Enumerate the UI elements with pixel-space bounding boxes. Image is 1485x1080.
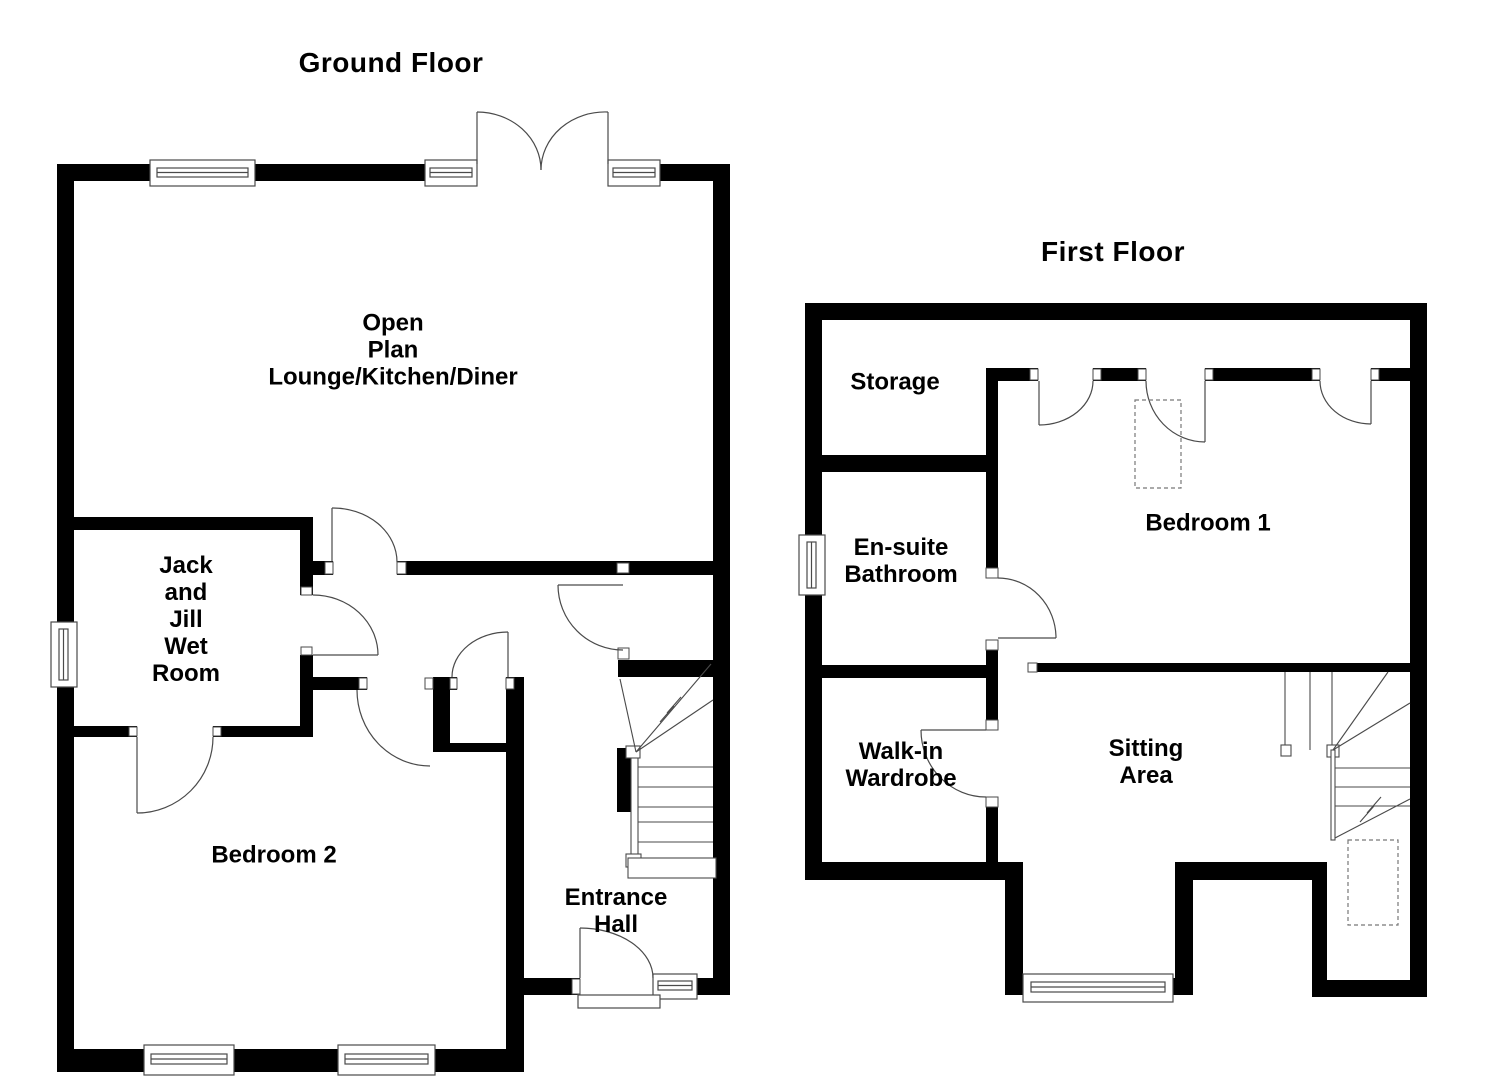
- ground-floor-plan: [50, 111, 730, 1076]
- door: [312, 594, 379, 656]
- bedroom1-rooflight: [1134, 399, 1182, 489]
- door: [356, 689, 431, 767]
- door: [1145, 380, 1206, 443]
- window: [149, 159, 256, 187]
- door: [331, 507, 398, 563]
- ff-windows: [798, 534, 1174, 1003]
- window: [50, 621, 78, 688]
- entrance-threshold: [577, 994, 661, 1009]
- window: [607, 159, 661, 187]
- door: [1319, 380, 1372, 425]
- window: [1022, 973, 1174, 1003]
- door: [579, 927, 654, 979]
- double-door: [476, 111, 609, 171]
- gf-walls: [57, 164, 730, 1072]
- window: [337, 1044, 436, 1076]
- door: [997, 577, 1057, 639]
- door: [136, 736, 214, 814]
- ff-doors: [920, 380, 1372, 798]
- ff-stairs: [1280, 671, 1411, 841]
- ff-walls: [805, 303, 1427, 997]
- ff-dashed-fittings: [1134, 399, 1399, 926]
- door: [920, 729, 987, 798]
- window: [798, 534, 826, 596]
- door: [557, 584, 624, 651]
- gf-door-jambs: [128, 561, 662, 995]
- ff-door-jambs: [985, 368, 1380, 808]
- gf-doors: [136, 111, 654, 979]
- first-floor-plan: [798, 303, 1427, 1003]
- door: [451, 631, 509, 678]
- gf-stairs: [619, 663, 717, 879]
- window: [143, 1044, 235, 1076]
- gf-windows: [50, 159, 698, 1076]
- window: [424, 159, 478, 187]
- sitting-area-rooflight: [1347, 839, 1399, 926]
- door: [1038, 380, 1094, 426]
